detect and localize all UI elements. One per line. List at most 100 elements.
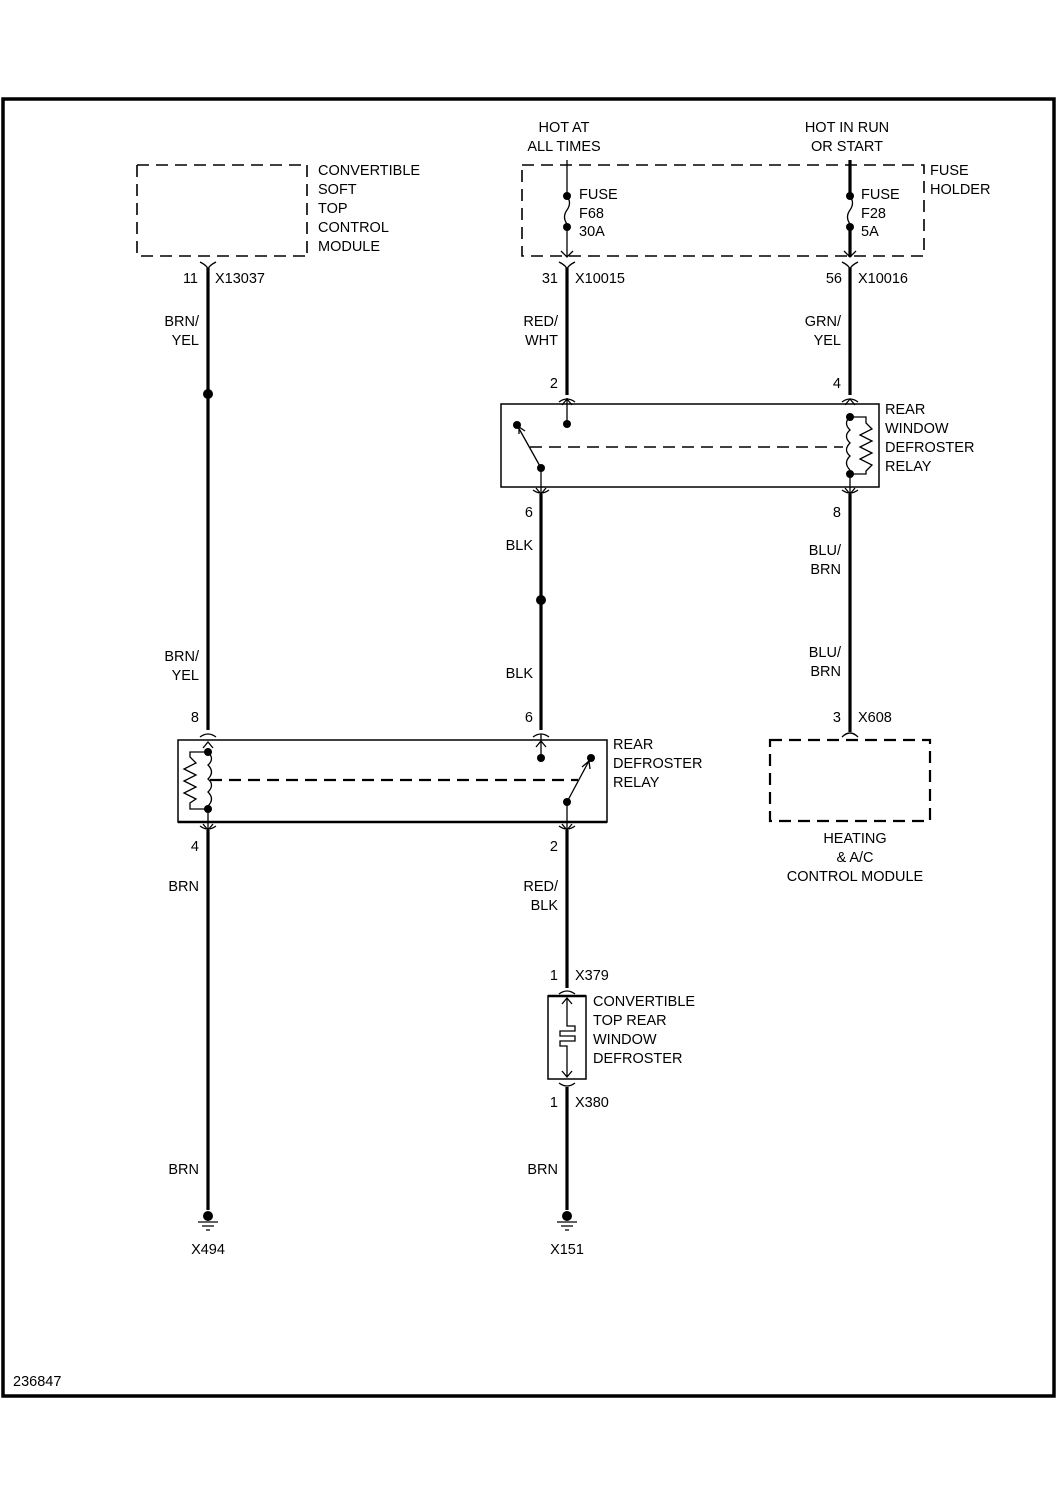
- hvac-label-2: & A/C: [836, 850, 873, 866]
- ground-dot: [203, 1211, 213, 1221]
- source-label-hot-at-all-times-1: HOT AT: [538, 120, 589, 136]
- wire-label-red-blk-2: BLK: [531, 898, 559, 914]
- resistor-icon: [850, 416, 874, 475]
- arrow-down-icon: [843, 250, 857, 258]
- wire-label-red-blk-1: RED/: [523, 879, 559, 895]
- relay-pin-label: 8: [833, 505, 841, 521]
- rear-window-defroster-element: 1 X379 CONVERTIBLE TOP REAR WINDOW DEFRO…: [547, 968, 695, 1111]
- hvac-label-3: CONTROL MODULE: [787, 869, 924, 885]
- pin-connector-symbol: [199, 825, 217, 830]
- wire-label-blu-brn-upper-1: BLU/: [809, 543, 842, 559]
- arrow-down-icon: [844, 474, 856, 496]
- ground-label: X151: [550, 1242, 584, 1258]
- ground-dot: [562, 1211, 572, 1221]
- connector-name: X10016: [858, 271, 908, 287]
- soft-top-control-module: CONVERTIBLE SOFT TOP CONTROL MODULE: [136, 163, 420, 257]
- connector-name: X608: [858, 710, 892, 726]
- soft-top-module-label-line4: CONTROL: [318, 220, 389, 236]
- arrow-down-icon: [202, 809, 214, 832]
- relay-label-2: DEFROSTER: [613, 756, 702, 772]
- wire-label-blk-lower: BLK: [506, 666, 534, 682]
- arrow-up-icon: [535, 739, 547, 748]
- connector-name: X380: [575, 1095, 609, 1111]
- relay-pin-label: 2: [550, 839, 558, 855]
- ground-x151: X151: [550, 1211, 584, 1258]
- fuse-f68-label-1: FUSE: [579, 187, 618, 203]
- connector-pin: 3: [833, 710, 841, 726]
- connector-pin: 56: [826, 271, 842, 287]
- rear-defroster-relay: 8 6 REAR DEFROSTER RELAY 4 2: [177, 710, 702, 855]
- connector-symbol: [841, 732, 859, 738]
- source-label-hot-in-run-2: OR START: [811, 139, 883, 155]
- fuse-holder-outline-dashed: [521, 164, 925, 257]
- connector-name: X10015: [575, 271, 625, 287]
- wire-label-grn-yel-1: GRN/: [805, 314, 842, 330]
- wire-label-blk-upper: BLK: [506, 538, 534, 554]
- fuse-f28-label-3: 5A: [861, 224, 879, 240]
- wire-label-red-wht-1: RED/: [523, 314, 559, 330]
- relay-label-3: RELAY: [613, 775, 660, 791]
- relay-pin-label: 4: [191, 839, 199, 855]
- arrow-up-icon: [202, 740, 214, 749]
- relay-label-1: REAR: [613, 737, 653, 753]
- wire-label-brn-yel-upper-1: BRN/: [164, 314, 200, 330]
- defroster-label-2: TOP REAR: [593, 1013, 667, 1029]
- ground-icon: [557, 1221, 577, 1231]
- relay-label-1: REAR: [885, 402, 925, 418]
- fuse-f68-label-2: F68: [579, 206, 604, 222]
- fuse-holder-label-1: FUSE: [930, 163, 969, 179]
- pin-connector-symbol: [532, 489, 550, 494]
- relay-pin-label: 6: [525, 505, 533, 521]
- fuse-f68: FUSE F68 30A: [560, 160, 618, 258]
- soft-top-module-label-line2: SOFT: [318, 182, 357, 198]
- source-label-hot-at-all-times-2: ALL TIMES: [527, 139, 600, 155]
- relay-body: [500, 403, 880, 488]
- soft-top-module-label-line3: TOP: [318, 201, 348, 217]
- fuse-f28-label-1: FUSE: [861, 187, 900, 203]
- coil-icon: [845, 416, 851, 471]
- arrow-up-icon: [561, 397, 573, 406]
- wire-label-grn-yel-2: YEL: [814, 333, 841, 349]
- connector-pin: 1: [550, 1095, 558, 1111]
- wire-label-blu-brn-lower-1: BLU/: [809, 645, 842, 661]
- connector-name: X379: [575, 968, 609, 984]
- switch-arm: [516, 424, 542, 469]
- wire-label-brn-yel-lower-1: BRN/: [164, 649, 200, 665]
- switch-contact-dot: [587, 754, 595, 762]
- fuse-holder: FUSE HOLDER FUSE F68 30A FUSE F28 5A: [521, 160, 990, 258]
- coil-icon: [207, 751, 213, 807]
- relay-pin-label: 4: [833, 376, 841, 392]
- soft-top-module-label-line5: MODULE: [318, 239, 380, 255]
- wire-label-blu-brn-lower-2: BRN: [810, 664, 841, 680]
- wire-label-brn-right: BRN: [527, 1162, 558, 1178]
- ground-x494: X494: [191, 1211, 225, 1258]
- splice-dot: [203, 389, 213, 399]
- connector-symbol: [558, 1082, 576, 1087]
- fixed-contact-dot: [537, 754, 545, 762]
- figure-number: 236847: [13, 1374, 61, 1390]
- fuse-f28-label-2: F28: [861, 206, 886, 222]
- soft-top-module-label-line1: CONVERTIBLE: [318, 163, 420, 179]
- fuse-holder-label-2: HOLDER: [930, 182, 990, 198]
- connector-pin: 31: [542, 271, 558, 287]
- fuse-icon: [846, 195, 854, 225]
- wire-label-blu-brn-upper-2: BRN: [810, 562, 841, 578]
- connector-pin: 1: [550, 968, 558, 984]
- relay-label-3: DEFROSTER: [885, 440, 974, 456]
- fuse-f28: FUSE F28 5A: [843, 160, 900, 258]
- module-outline-dashed: [768, 738, 932, 823]
- rear-window-defroster-relay: 2 4 REAR WINDOW DEFROSTER RELAY 6 8: [500, 376, 974, 521]
- hvac-control-module: 3 X608 HEATING & A/C CONTROL MODULE: [768, 710, 932, 885]
- splice-dot: [536, 595, 546, 605]
- diagram-frame: [1, 97, 1056, 1398]
- wire-label-brn-left-lower: BRN: [168, 1162, 199, 1178]
- fixed-contact-dot: [563, 420, 571, 428]
- wire-label-brn-yel-lower-2: YEL: [172, 668, 199, 684]
- connector-pin: 11: [183, 271, 198, 287]
- pin-connector-symbol: [199, 733, 217, 738]
- wire-label-brn-yel-upper-2: YEL: [172, 333, 199, 349]
- module-outline-dashed: [136, 164, 308, 257]
- connector-x10016: 56 X10016: [826, 261, 908, 287]
- connector-symbol: [558, 990, 576, 995]
